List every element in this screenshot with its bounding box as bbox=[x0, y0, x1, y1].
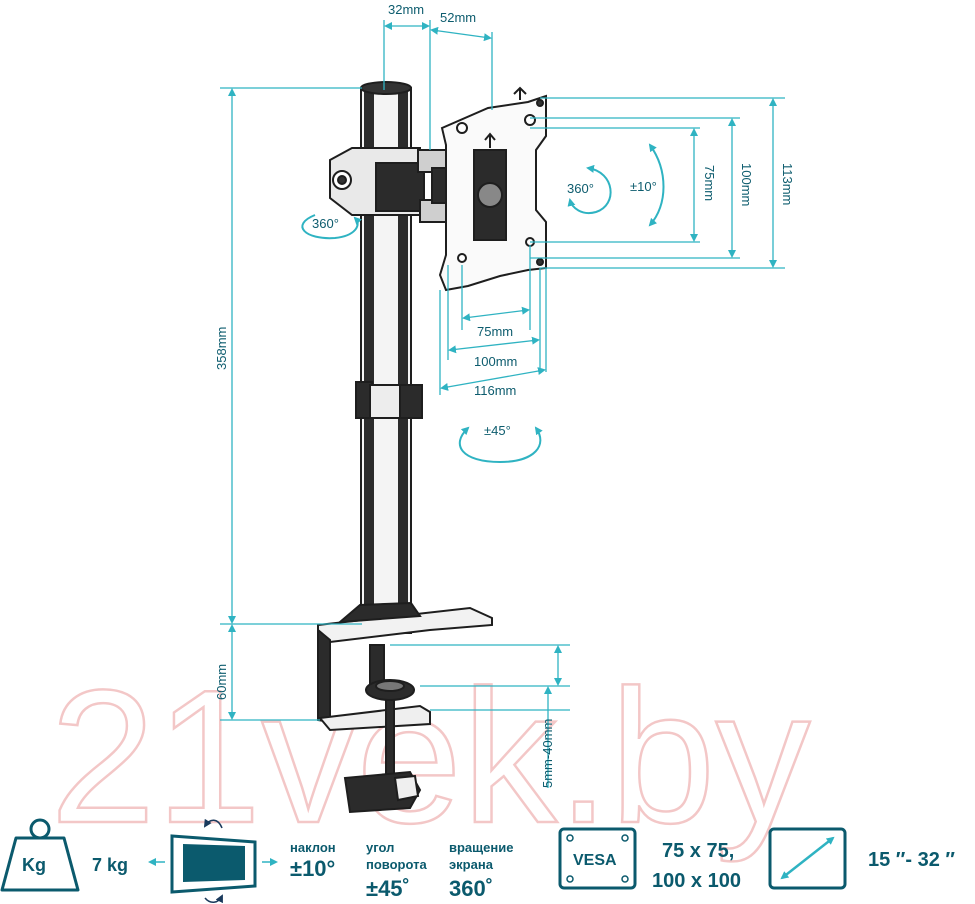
weight-value: 7 kg bbox=[92, 855, 128, 875]
swivel-title-line1: угол bbox=[366, 840, 394, 855]
dim-tilt: ±10° bbox=[630, 179, 657, 194]
base-plate bbox=[317, 601, 493, 644]
screen-size-spec: 15 ″- 32 ″ bbox=[768, 827, 955, 890]
weight-icon bbox=[0, 818, 80, 892]
dim-arm-offset: 52mm bbox=[440, 10, 476, 25]
tilt-swivel-icon bbox=[148, 818, 278, 904]
dim-plate-width: 116mm bbox=[474, 383, 516, 398]
tilt-spec: наклон ±10° bbox=[290, 840, 336, 881]
screen-diagonal-icon bbox=[768, 827, 847, 890]
arm-collar bbox=[329, 147, 453, 223]
dim-vesa-v-100: 100mm bbox=[739, 163, 754, 206]
dim-vesa-h-100: 100mm bbox=[474, 354, 517, 369]
screen-size-value: 15 ″- 32 ″ bbox=[868, 849, 955, 871]
rotation-spec: вращение экрана 360˚ bbox=[449, 840, 513, 901]
vesa-spec: VESA 75 x 75, 100 x 100 bbox=[558, 827, 741, 892]
dim-plate-height: 113mm bbox=[780, 163, 795, 205]
dim-vesa-h-75: 75mm bbox=[477, 324, 513, 339]
watermark: 21vek.by bbox=[50, 651, 810, 863]
vesa-value-line2: 100 x 100 bbox=[652, 870, 741, 892]
dim-vesa-v-75: 75mm bbox=[702, 165, 717, 201]
dim-clamp-height: 60mm bbox=[214, 664, 229, 700]
dimension-lines bbox=[220, 20, 785, 788]
rotation-title-line1: вращение bbox=[449, 840, 513, 855]
dim-pole-rotation: 360° bbox=[312, 216, 339, 231]
rotation-arcs bbox=[301, 143, 665, 464]
swivel-spec: угол поворота ±45˚ bbox=[366, 840, 427, 901]
vesa-value-line1: 75 x 75, bbox=[662, 840, 734, 862]
dim-screen-rotation: 360° bbox=[567, 181, 594, 196]
dim-clamp-range: 5mm-40mm bbox=[540, 719, 555, 788]
dim-swivel: ±45° bbox=[484, 423, 511, 438]
swivel-value: ±45˚ bbox=[366, 876, 410, 901]
tilt-value: ±10° bbox=[290, 856, 335, 881]
weight-icon-label: Kg bbox=[22, 855, 46, 875]
rotation-title-line2: экрана bbox=[449, 857, 494, 872]
vesa-plate bbox=[438, 86, 547, 292]
weight-spec: Kg 7 kg bbox=[0, 818, 128, 892]
desk-clamp bbox=[317, 627, 431, 814]
monitor-mount bbox=[317, 81, 547, 814]
dim-pole-height: 358mm bbox=[214, 327, 229, 370]
swivel-title-line2: поворота bbox=[366, 857, 427, 872]
rotation-value: 360˚ bbox=[449, 876, 493, 901]
cable-clip bbox=[355, 381, 423, 419]
tilt-title: наклон bbox=[290, 840, 336, 855]
dim-pole-diameter: 32mm bbox=[388, 2, 424, 17]
vesa-label: VESA bbox=[573, 852, 617, 869]
vesa-icon bbox=[558, 827, 637, 890]
